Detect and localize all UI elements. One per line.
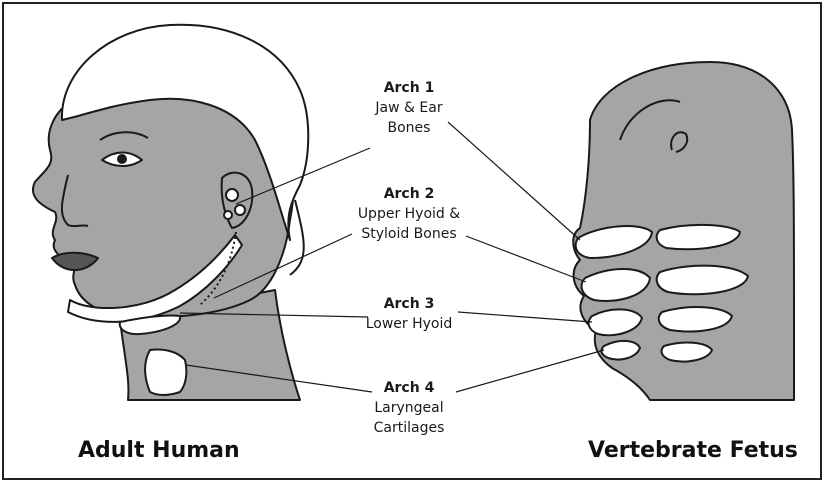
laryngeal-cartilage [145,349,186,395]
arch-4-label: Arch 4 Laryngeal Cartilages [344,378,474,438]
arch-1-line-2: Bones [344,118,474,138]
ear-bone-1 [226,189,238,201]
caption-adult-human: Adult Human [78,438,240,463]
ear-bone-3 [224,211,232,219]
arch-2-line-2: Styloid Bones [334,224,484,244]
vertebrate-fetus-figure [573,62,794,400]
caption-vertebrate-fetus: Vertebrate Fetus [588,438,798,463]
arch-1-title: Arch 1 [344,78,474,98]
leader-arch3-right [458,312,592,322]
arch-1-label: Arch 1 Jaw & Ear Bones [344,78,474,138]
arch-4-line-2: Cartilages [344,418,474,438]
leader-arch2-right [466,236,586,282]
arch-1-line-1: Jaw & Ear [344,98,474,118]
arch-4-title: Arch 4 [344,378,474,398]
adult-human-figure [33,25,308,400]
arch-3-label: Arch 3 Lower Hyoid [344,294,474,334]
arch-3-line-1: Lower Hyoid [344,314,474,334]
arch-3-title: Arch 3 [344,294,474,314]
arch-2-title: Arch 2 [334,184,484,204]
ear-bone-2 [235,205,245,215]
arch-2-line-1: Upper Hyoid & [334,204,484,224]
arch-4-line-1: Laryngeal [344,398,474,418]
leader-arch4-right [456,350,604,392]
pupil [117,154,127,164]
arch-2-label: Arch 2 Upper Hyoid & Styloid Bones [334,184,484,244]
